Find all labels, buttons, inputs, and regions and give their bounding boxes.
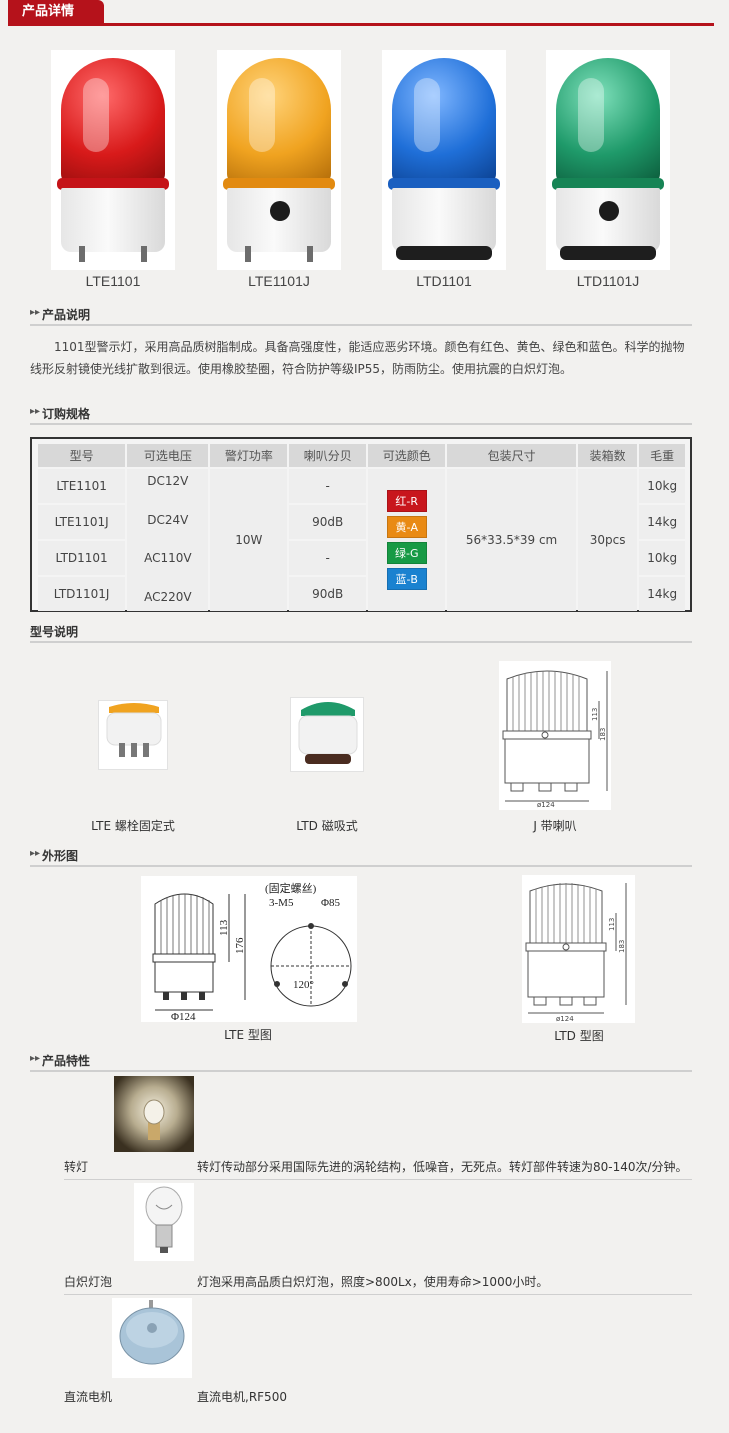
j-horn-drawing: 113 183 ø124 [499, 661, 611, 810]
package-size-cell: 56*33.5*39 cm [447, 469, 576, 611]
voltage-value: DC24V [147, 512, 189, 527]
column-header: 可选颜色 [368, 444, 446, 467]
decibel-cell: 90dB [289, 577, 367, 611]
section-title-ordering: ▸▸ 订购规格 [30, 405, 692, 425]
dim-angle: 120° [293, 979, 314, 991]
voltage-cell: DC12V DC24V AC110V AC220V [127, 469, 209, 611]
product-name: LTD1101 [416, 273, 472, 289]
column-header: 型号 [38, 444, 126, 467]
section-title-outline: ▸▸ 外形图 [30, 847, 692, 867]
weight-cell: 14kg [639, 505, 685, 539]
feature-label: 转灯 [64, 1160, 89, 1174]
model-cell: LTD1101 [38, 541, 126, 575]
dim-height-top: 113 [218, 919, 230, 936]
decibel-cell: 90dB [289, 505, 367, 539]
model-cell: LTE1101 [38, 469, 126, 503]
table-row: LTD1101J 90dB 14kg [38, 577, 685, 611]
feature-text: 转灯传动部分采用国际先进的涡轮结构，低噪音，无死点。转灯部件转速为80-140次… [197, 1160, 688, 1174]
tab-product-detail[interactable]: 产品详情 [8, 0, 104, 23]
section-arrow-icon: ▸▸ [30, 406, 41, 417]
weight-cell: 10kg [639, 469, 685, 503]
spec-table-frame: 型号 可选电压 警灯功率 喇叭分贝 可选颜色 包装尺寸 装箱数 毛重 LTE11… [30, 437, 692, 612]
product-card: LTE1101J [217, 50, 341, 289]
table-row: LTE1101J 90dB 14kg [38, 505, 685, 539]
dim-diameter: Φ124 [171, 1011, 196, 1022]
color-option-green: 绿-G [386, 542, 427, 564]
model-type-caption: LTD 磁吸式 [296, 819, 358, 833]
rotating-mirror-photo [114, 1076, 194, 1152]
dim-diameter: ø124 [537, 801, 555, 809]
weight-cell: 14kg [639, 577, 685, 611]
section-title-model-info: 型号说明 [30, 623, 692, 643]
decibel-cell: - [289, 541, 367, 575]
color-option-amber: 黄-A [386, 516, 427, 538]
model-cell: LTE1101J [38, 505, 126, 539]
dim-pitch: Φ85 [321, 897, 341, 909]
dim-height-total: 176 [234, 937, 246, 954]
feature-label: 白炽灯泡 [64, 1275, 113, 1289]
model-type-caption: LTE 螺栓固定式 [91, 819, 175, 833]
section-arrow-icon: ▸▸ [30, 848, 41, 859]
feature-label: 直流电机 [64, 1390, 113, 1404]
product-photo [217, 50, 341, 270]
model-cell: LTD1101J [38, 577, 126, 611]
voltage-value: AC110V [144, 551, 192, 566]
feature-row: 直流电机 直流电机,RF500 [64, 1298, 692, 1406]
spec-table: 型号 可选电压 警灯功率 喇叭分贝 可选颜色 包装尺寸 装箱数 毛重 LTE11… [36, 442, 687, 613]
decibel-cell: - [289, 469, 367, 503]
description-text: 1101型警示灯，采用高品质树脂制成。具备高强度性，能适应恶劣环境。颜色有红色、… [30, 340, 685, 376]
section-title-description: ▸▸ 产品说明 [30, 306, 692, 326]
product-card: LTD1101J [546, 50, 670, 289]
color-option-red: 红-R [386, 490, 427, 512]
table-row: LTE1101 DC12V DC24V AC110V AC220V 10W - … [38, 469, 685, 611]
dim-diameter: ø124 [556, 1015, 574, 1023]
column-header: 警灯功率 [210, 444, 288, 467]
dim-height-top: 113 [608, 918, 616, 931]
section-arrow-icon: ▸▸ [30, 307, 41, 318]
product-name: LTE1101 [85, 273, 141, 289]
dim-height-total: 183 [599, 728, 607, 741]
table-row: LTD1101 - 10kg [38, 541, 685, 575]
ltd-outline-drawing: 113 183 ø124 [522, 875, 635, 1023]
section-title-features: ▸▸ 产品特性 [30, 1052, 692, 1072]
product-photo [382, 50, 506, 270]
color-option-blue: 蓝-B [386, 568, 427, 590]
column-header: 喇叭分贝 [289, 444, 367, 467]
column-header: 装箱数 [577, 444, 638, 467]
feature-text: 直流电机,RF500 [197, 1390, 287, 1404]
detail-tab-bar: 产品详情 [8, 0, 714, 26]
product-name: LTD1101J [576, 273, 640, 289]
product-card: LTD1101 [382, 50, 506, 289]
column-header: 可选电压 [127, 444, 209, 467]
screw-spec: 3-M5 [269, 897, 294, 909]
ltd-mount-photo [290, 697, 364, 772]
product-card: LTE1101 [51, 50, 175, 289]
section-arrow-icon: ▸▸ [30, 1053, 41, 1064]
screw-note: (固定螺丝) [265, 881, 317, 895]
weight-cell: 10kg [639, 541, 685, 575]
column-header: 毛重 [639, 444, 685, 467]
bulb-photo [134, 1183, 194, 1261]
dim-height-top: 113 [591, 708, 599, 721]
product-name: LTE1101J [248, 273, 310, 289]
lte-mount-photo [98, 700, 168, 770]
voltage-value: AC220V [144, 589, 192, 604]
model-type-caption: J 带喇叭 [533, 819, 577, 833]
product-photo [51, 50, 175, 270]
column-header: 包装尺寸 [447, 444, 576, 467]
feature-text: 灯泡采用高品质白炽灯泡，照度>800Lx，使用寿命>1000小时。 [197, 1275, 549, 1289]
table-header-row: 型号 可选电压 警灯功率 喇叭分贝 可选颜色 包装尺寸 装箱数 毛重 [38, 444, 685, 467]
power-cell: 10W [210, 469, 288, 611]
motor-photo [112, 1298, 192, 1378]
product-photo [546, 50, 670, 270]
lte-outline-drawing: 113 176 Φ124 (固定螺丝) 3-M5 Φ85 120° [141, 876, 357, 1023]
voltage-value: DC12V [147, 474, 189, 488]
outline-caption: LTE 型图 [224, 1028, 272, 1042]
feature-row: 转灯 转灯传动部分采用国际先进的涡轮结构，低噪音，无死点。转灯部件转速为80-1… [64, 1076, 692, 1180]
box-qty-cell: 30pcs [577, 469, 638, 611]
outline-caption: LTD 型图 [554, 1029, 604, 1043]
color-options-cell: 红-R 黄-A 绿-G 蓝-B [368, 469, 446, 611]
dim-height-total: 183 [618, 940, 626, 953]
feature-row: 白炽灯泡 灯泡采用高品质白炽灯泡，照度>800Lx，使用寿命>1000小时。 [64, 1183, 692, 1295]
